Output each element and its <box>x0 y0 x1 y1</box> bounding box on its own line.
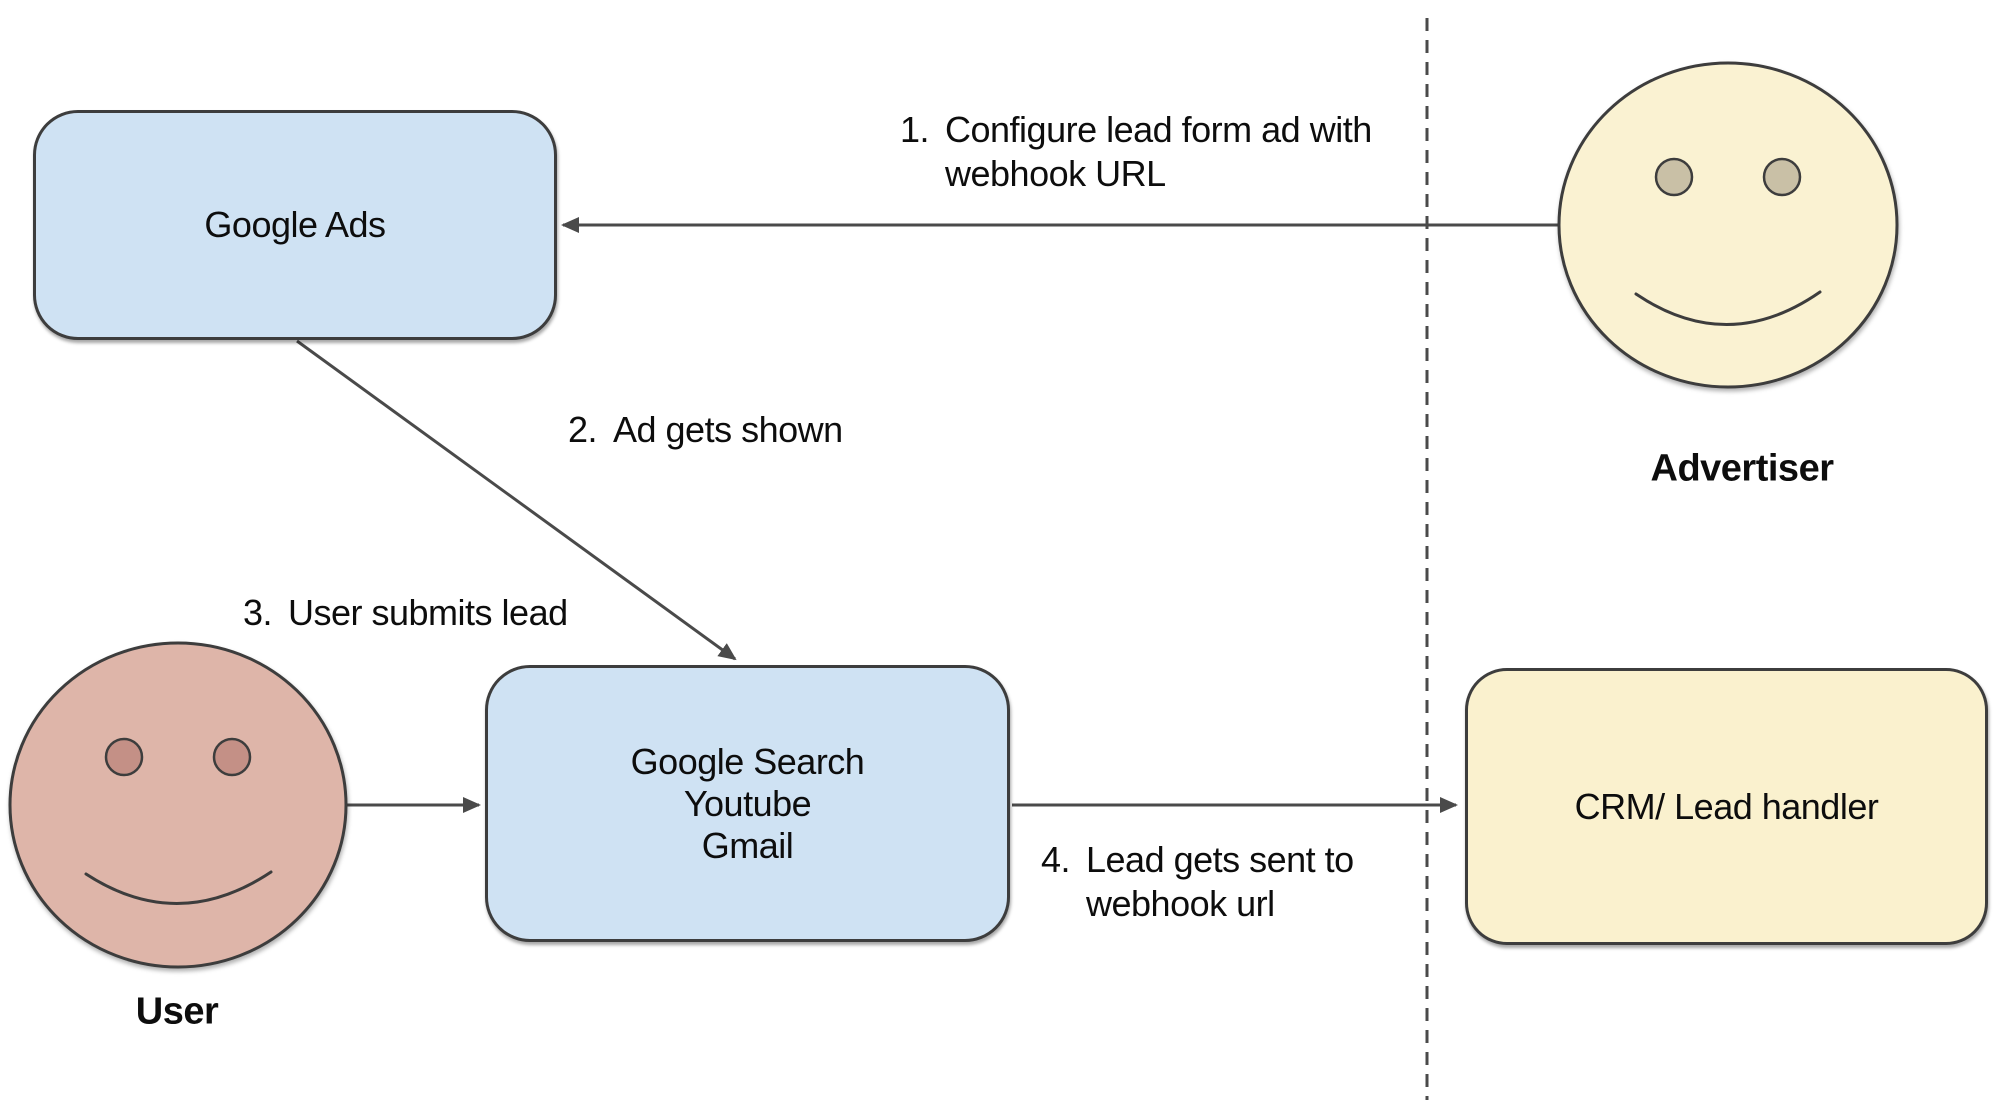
step-4-annotation: 4. Lead gets sent to webhook url <box>1041 838 1354 926</box>
node-google-ads: Google Ads <box>33 110 557 340</box>
step-1-line-1: Configure lead form ad with <box>945 109 1372 150</box>
step-1-annotation: 1. Configure lead form ad with webhook U… <box>900 108 1372 196</box>
advertiser-head <box>1557 61 1899 389</box>
node-google-surfaces-line-1: Google Search <box>630 740 865 782</box>
user-head <box>8 641 348 969</box>
step-1-number: 1. <box>900 109 930 150</box>
node-google-ads-label: Google Ads <box>204 204 386 245</box>
user-label: User <box>135 990 219 1033</box>
step-3-annotation: 3. User submits lead <box>243 591 568 635</box>
user-right-eye-icon <box>212 737 252 777</box>
advertiser-label: Advertiser <box>1650 447 1834 490</box>
step-4-number: 4. <box>1041 839 1071 880</box>
step-3-number: 3. <box>243 592 273 633</box>
step-4-line-1: Lead gets sent to <box>1086 839 1354 880</box>
step-2-number: 2. <box>568 409 598 450</box>
step-4-line-2: webhook url <box>1086 883 1275 924</box>
advertiser-face-icon <box>1557 61 1899 389</box>
advertiser-right-eye-icon <box>1762 157 1802 197</box>
user-smile-icon <box>84 870 273 905</box>
node-google-surfaces: Google Search Youtube Gmail <box>485 665 1010 942</box>
user-face-icon <box>8 641 348 969</box>
node-crm-lead-handler-label: CRM/ Lead handler <box>1574 785 1879 827</box>
step-1-line-2: webhook URL <box>945 153 1166 194</box>
step-3-line-1: User submits lead <box>288 592 568 633</box>
node-google-surfaces-line-3: Gmail <box>701 824 794 866</box>
node-google-surfaces-line-2: Youtube <box>683 782 812 824</box>
user-left-eye-icon <box>104 737 144 777</box>
advertiser-left-eye-icon <box>1654 157 1694 197</box>
node-google-surfaces-label: Google Search Youtube Gmail <box>631 741 865 867</box>
node-crm-lead-handler: CRM/ Lead handler <box>1465 668 1988 945</box>
advertiser-smile-icon <box>1634 290 1822 326</box>
step-2-annotation: 2. Ad gets shown <box>568 408 843 452</box>
step-2-line-1: Ad gets shown <box>613 409 843 450</box>
